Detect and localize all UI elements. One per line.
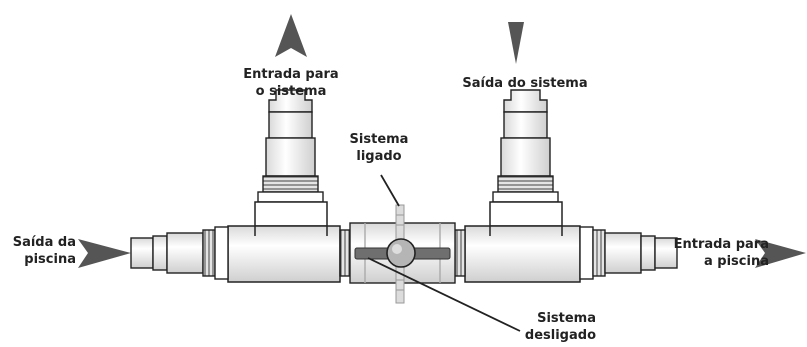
down-arrow-icon xyxy=(508,22,524,64)
label-saida-sistema: Saída do sistema xyxy=(462,76,588,91)
label-saida-piscina: Saída da piscina xyxy=(12,235,76,267)
leader-line-on xyxy=(380,174,400,207)
label-entrada-sistema: Entrada para o sistema xyxy=(243,67,339,99)
leader-line-off xyxy=(367,257,521,332)
right-arrow-icon-left xyxy=(78,239,131,268)
left-pool-pipe xyxy=(130,226,229,280)
up-arrow-icon xyxy=(275,14,307,57)
left-vertical-fitting xyxy=(257,89,324,203)
right-pool-pipe xyxy=(579,226,678,280)
label-sistema-desligado: Sistema desligado xyxy=(524,311,596,343)
label-entrada-piscina: Entrada para a piscina xyxy=(673,237,769,269)
right-arrow-icon-right xyxy=(755,239,806,268)
ball-valve xyxy=(339,204,466,304)
label-sistema-ligado: Sistema ligado xyxy=(349,132,409,164)
left-tee-fitting xyxy=(227,201,341,283)
valve-knob xyxy=(386,238,416,268)
right-tee-fitting xyxy=(464,201,581,283)
right-vertical-fitting xyxy=(492,89,559,203)
